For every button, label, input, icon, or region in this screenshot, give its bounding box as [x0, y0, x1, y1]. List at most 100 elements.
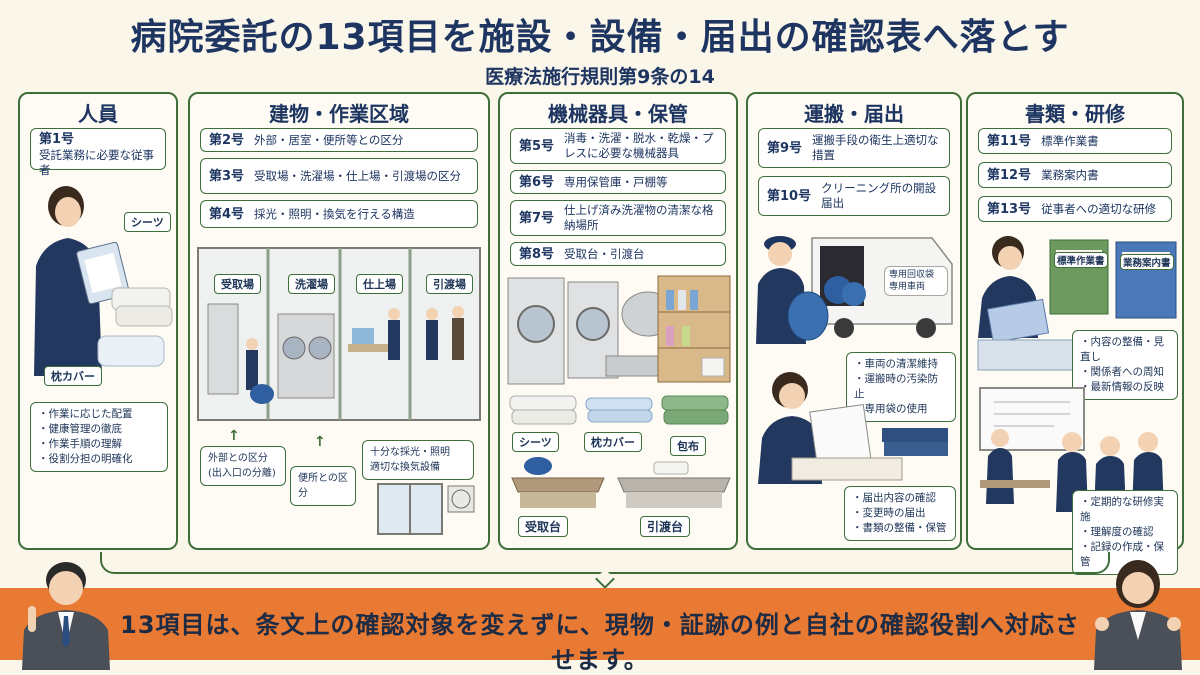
note-line: 書類の整備・保管	[852, 521, 948, 536]
item-text: 従事者への適切な研修	[1041, 201, 1157, 216]
tag-receiving-table: 受取台	[518, 516, 569, 537]
column-staff: 人員 第1号 受託業務に必要な従事者 シーツ 枕カバー 作業に応じた配置 健康管…	[18, 92, 178, 550]
tag-sheet: シーツ	[512, 432, 559, 452]
presenter-woman-illustration	[1094, 560, 1182, 670]
tag-sheet: シーツ	[124, 212, 171, 232]
item-text: 採光・照明・換気を行える構造	[254, 206, 415, 221]
note-line: 運搬時の汚染防止	[854, 372, 948, 402]
item-text: 受取台・引渡台	[564, 246, 645, 261]
item-text: 運搬手段の衛生上適切な措置	[812, 133, 939, 162]
note-line: 専用袋の使用	[854, 402, 948, 417]
transport-illustration	[756, 236, 953, 344]
item-number: 第11号	[987, 133, 1032, 149]
note-line: 変更時の届出	[852, 506, 948, 521]
column-machines: 機械器具・保管 第5号 消毒・洗濯・脱水・乾燥・プレスに必要な機械器具 第6号 …	[498, 92, 738, 550]
item-text: 受取場・洗濯場・仕上場・引渡場の区分	[254, 168, 462, 183]
note-line: 内容の整備・見直し	[1080, 335, 1170, 365]
presenter-man-illustration	[22, 562, 110, 670]
item-text: 仕上げ済み洗濯物の清潔な格納場所	[564, 203, 714, 232]
tag-cloth: 包布	[670, 436, 706, 456]
item-text: クリーニング所の開設届出	[821, 181, 937, 210]
column-heading-building: 建物・作業区域	[269, 102, 409, 126]
item-number: 第10号	[767, 188, 812, 204]
item-number: 第7号	[519, 210, 555, 226]
tag-pillow-cover: 枕カバー	[584, 432, 642, 452]
item-number: 第3号	[209, 168, 245, 184]
training-notes: 定期的な研修実施 理解度の確認 記録の作成・保管	[1072, 490, 1178, 575]
item-number: 第6号	[519, 174, 555, 190]
binder-service-guide: 業務案内書	[1120, 254, 1174, 270]
staff-illustration	[34, 186, 173, 376]
column-heading-staff: 人員	[78, 102, 118, 126]
note-line: 記録の作成・保管	[1080, 540, 1170, 570]
note-light-ventilation: 十分な採光・照明 適切な換気設備	[362, 440, 474, 480]
zone-finishing: 仕上場	[356, 274, 403, 294]
zone-delivery: 引渡場	[426, 274, 473, 294]
item-1: 第1号 受託業務に必要な従事者	[30, 128, 166, 177]
column-documents: 書類・研修 第11号 標準作業書 第12号 業務案内書 第13号 従事者への適切…	[966, 92, 1184, 575]
summary-banner-text: 13項目は、条文上の確認対象を変えずに、現物・証跡の例と自社の確認役割へ対応させ…	[120, 611, 1080, 674]
item-number: 第8号	[519, 246, 555, 262]
item-10: 第10号 クリーニング所の開設届出	[758, 176, 950, 216]
item-number: 第2号	[209, 132, 245, 148]
filing-illustration	[758, 372, 948, 484]
page-subtitle: 医療法施行規則第9条の14	[485, 66, 715, 88]
tag-delivery-table: 引渡台	[640, 516, 691, 537]
item-text: 受託業務に必要な従事者	[39, 148, 154, 177]
note-line: 役割分担の明確化	[38, 452, 160, 467]
item-number: 第12号	[987, 167, 1032, 183]
staff-notes: 作業に応じた配置 健康管理の徹底 作業手順の理解 役割分担の明確化	[30, 402, 168, 472]
column-heading-machines: 機械器具・保管	[548, 102, 688, 126]
note-line: 届出内容の確認	[852, 491, 948, 506]
item-5: 第5号 消毒・洗濯・脱水・乾燥・プレスに必要な機械器具	[510, 128, 726, 164]
item-4: 第4号 採光・照明・換気を行える構造	[200, 200, 478, 228]
item-6: 第6号 専用保管庫・戸棚等	[510, 170, 726, 194]
note-line: 健康管理の徹底	[38, 422, 160, 437]
column-heading-documents: 書類・研修	[1025, 102, 1125, 126]
zone-washing: 洗濯場	[288, 274, 335, 294]
item-number: 第13号	[987, 201, 1032, 217]
item-number: 第1号	[39, 132, 75, 147]
item-number: 第5号	[519, 138, 555, 154]
note-line: 関係者への周知	[1080, 365, 1170, 380]
arrow-up-icon: ↑	[314, 434, 326, 450]
column-transport: 運搬・届出 第9号 運搬手段の衛生上適切な措置 第10号 クリーニング所の開設届…	[746, 92, 962, 550]
note-line: 定期的な研修実施	[1080, 495, 1170, 525]
item-13: 第13号 従事者への適切な研修	[978, 196, 1172, 222]
item-12: 第12号 業務案内書	[978, 162, 1172, 188]
item-text: 業務案内書	[1041, 167, 1099, 182]
window-fan-illustration	[377, 483, 475, 535]
summary-banner	[0, 588, 1200, 660]
item-text: 標準作業書	[1041, 133, 1099, 148]
tag-pillow-cover: 枕カバー	[44, 366, 102, 386]
note-toilet-separation: 便所との区分	[290, 466, 356, 506]
note-outside-separation: 外部との区分 (出入口の分離)	[200, 446, 286, 486]
item-11: 第11号 標準作業書	[978, 128, 1172, 154]
note-line: 最新情報の反映	[1080, 380, 1170, 395]
note-line: 理解度の確認	[1080, 525, 1170, 540]
item-8: 第8号 受取台・引渡台	[510, 242, 726, 266]
van-label: 専用回収袋 専用車両	[884, 266, 948, 296]
binder-standard-manual: 標準作業書	[1054, 252, 1108, 268]
item-9: 第9号 運搬手段の衛生上適切な措置	[758, 128, 950, 168]
column-heading-transport: 運搬・届出	[804, 102, 904, 126]
item-number: 第9号	[767, 140, 803, 156]
filing-notes: 届出内容の確認 変更時の届出 書類の整備・保管	[844, 486, 956, 541]
tables-illustration	[511, 457, 731, 508]
item-number: 第4号	[209, 206, 245, 222]
item-3: 第3号 受取場・洗濯場・仕上場・引渡場の区分	[200, 158, 478, 194]
item-text: 専用保管庫・戸棚等	[564, 174, 668, 189]
page-title: 病院委託の13項目を施設・設備・届出の確認表へ落とす	[130, 17, 1070, 58]
note-line: 作業に応じた配置	[38, 407, 160, 422]
item-7: 第7号 仕上げ済み洗濯物の清潔な格納場所	[510, 200, 726, 236]
document-notes: 内容の整備・見直し 関係者への周知 最新情報の反映	[1072, 330, 1178, 400]
arrow-up-icon: ↑	[228, 428, 240, 444]
item-text: 外部・居室・便所等との区分	[254, 132, 404, 147]
machines-illustration	[507, 275, 731, 385]
zone-receiving: 受取場	[214, 274, 261, 294]
item-text: 消毒・洗濯・脱水・乾燥・プレスに必要な機械器具	[564, 131, 714, 160]
documents-illustration	[977, 236, 1177, 371]
linens-illustration	[509, 395, 729, 425]
note-line: 車両の清潔維持	[854, 357, 948, 372]
facility-illustration	[197, 247, 481, 421]
